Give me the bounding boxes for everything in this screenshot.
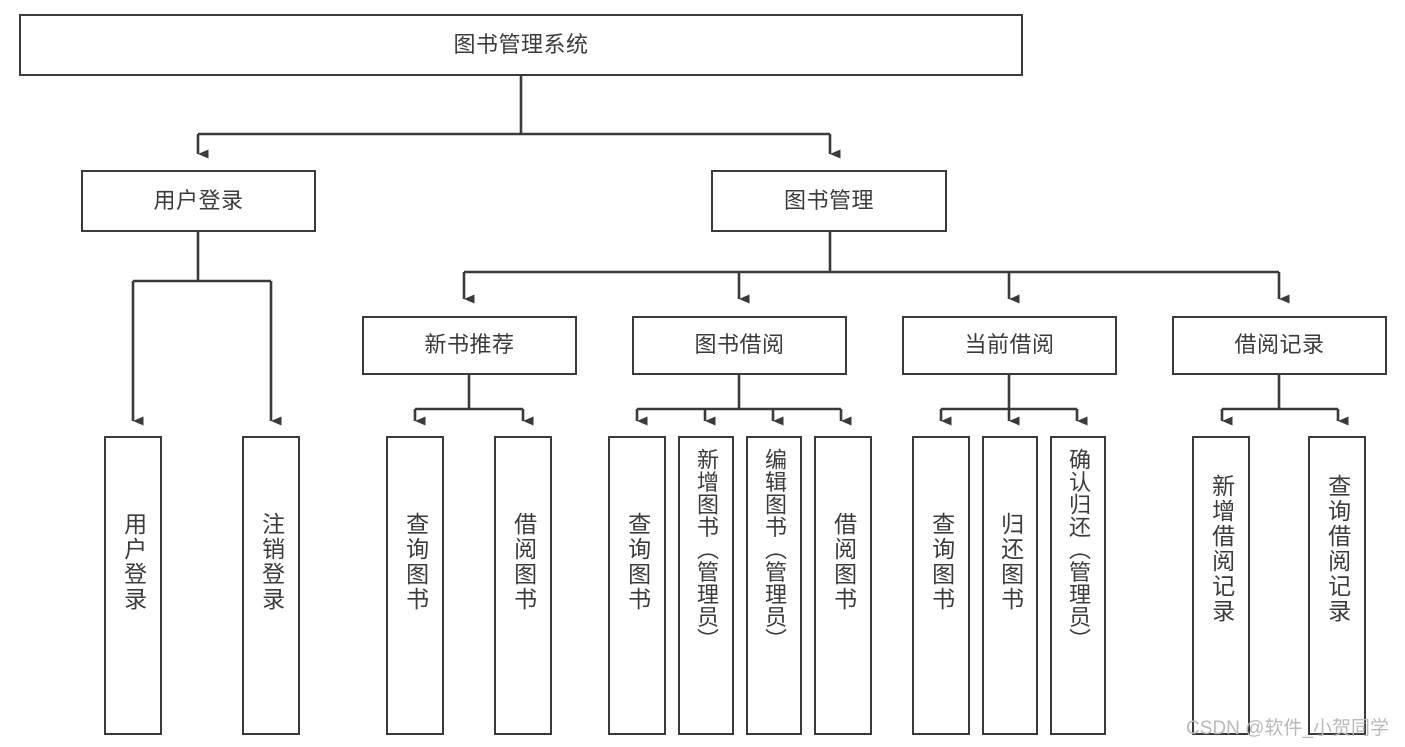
node-book-borrow-label: 图书借阅: [694, 332, 785, 358]
leaf-add-book-label: 新增图书（管理员）: [693, 448, 719, 651]
node-book-borrow[interactable]: 图书借阅: [632, 316, 847, 375]
leaf-confirm-return[interactable]: 确认归还（管理员）: [1050, 436, 1106, 735]
leaf-query-record[interactable]: 查询借阅记录: [1308, 436, 1366, 735]
node-user-login[interactable]: 用户登录: [81, 170, 316, 232]
leaf-logout-login[interactable]: 注销登录: [242, 436, 300, 735]
node-new-book-recommend[interactable]: 新书推荐: [362, 316, 577, 375]
leaf-return-book[interactable]: 归还图书: [982, 436, 1038, 735]
node-current-borrow[interactable]: 当前借阅: [902, 316, 1117, 375]
node-root[interactable]: 图书管理系统: [19, 14, 1023, 76]
leaf-logout-login-label: 注销登录: [258, 512, 285, 612]
leaf-query-book-3[interactable]: 查询图书: [912, 436, 970, 735]
node-current-borrow-label: 当前借阅: [964, 332, 1055, 358]
leaf-query-record-label: 查询借阅记录: [1324, 474, 1351, 624]
leaf-return-book-label: 归还图书: [997, 512, 1024, 612]
leaf-borrow-book-2[interactable]: 借阅图书: [814, 436, 872, 735]
node-book-management-label: 图书管理: [783, 187, 874, 213]
leaf-confirm-return-label: 确认归还（管理员）: [1065, 448, 1091, 651]
node-user-login-label: 用户登录: [153, 187, 244, 213]
leaf-add-book[interactable]: 新增图书（管理员）: [678, 436, 734, 735]
leaf-query-book-3-label: 查询图书: [928, 512, 955, 612]
leaf-query-book-2-label: 查询图书: [624, 512, 651, 612]
leaf-query-book-2[interactable]: 查询图书: [608, 436, 666, 735]
leaf-query-book-1[interactable]: 查询图书: [386, 436, 444, 735]
leaf-borrow-book-1-label: 借阅图书: [510, 512, 537, 612]
node-book-management[interactable]: 图书管理: [711, 170, 947, 232]
leaf-add-record[interactable]: 新增借阅记录: [1192, 436, 1250, 735]
leaf-add-record-label: 新增借阅记录: [1208, 474, 1235, 624]
leaf-edit-book[interactable]: 编辑图书（管理员）: [746, 436, 802, 735]
leaf-edit-book-label: 编辑图书（管理员）: [761, 448, 787, 651]
node-borrow-record[interactable]: 借阅记录: [1172, 316, 1387, 375]
leaf-user-login-label: 用户登录: [120, 512, 147, 612]
leaf-borrow-book-1[interactable]: 借阅图书: [494, 436, 552, 735]
leaf-borrow-book-2-label: 借阅图书: [830, 512, 857, 612]
leaf-user-login[interactable]: 用户登录: [104, 436, 162, 735]
node-new-book-recommend-label: 新书推荐: [424, 332, 515, 358]
leaf-query-book-1-label: 查询图书: [402, 512, 429, 612]
node-borrow-record-label: 借阅记录: [1234, 332, 1325, 358]
node-root-label: 图书管理系统: [453, 31, 589, 57]
